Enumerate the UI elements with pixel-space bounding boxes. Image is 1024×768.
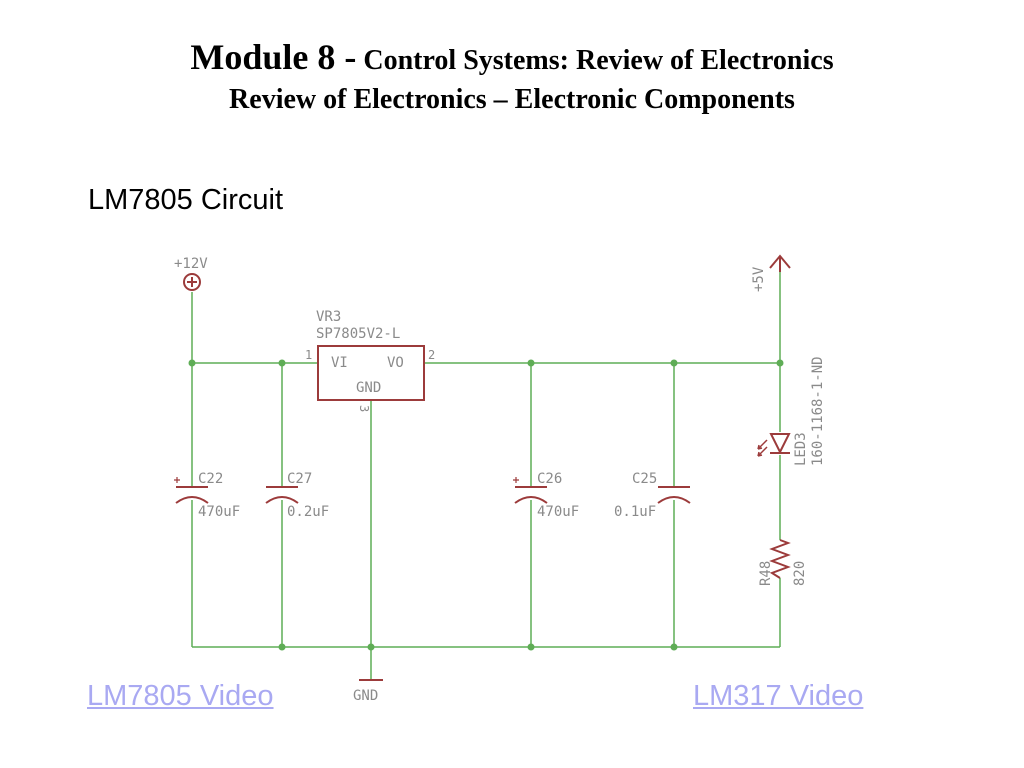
regulator-pin-gnd: GND [356, 380, 381, 396]
module-label: Module 8 - [190, 37, 357, 77]
regulator-part: SP7805V2-L [316, 326, 400, 342]
supply-12v-symbol [183, 273, 201, 291]
resistor-icon [769, 539, 791, 579]
capacitor-c26-ref: C26 [537, 471, 562, 487]
regulator-pin-vo: VO [387, 355, 404, 371]
resistor-value: 820 [792, 561, 808, 586]
title-rest: Control Systems: Review of Electronics [356, 45, 834, 76]
junction [278, 359, 286, 367]
capacitor-c25-value: 0.1uF [614, 504, 656, 520]
slide-title: Module 8 - Control Systems: Review of El… [0, 36, 1024, 78]
section-title: LM7805 Circuit [88, 184, 284, 216]
junction [527, 643, 535, 651]
regulator-pin-vi: VI [331, 355, 348, 371]
slide-subtitle: Review of Electronics – Electronic Compo… [229, 84, 795, 115]
led-part: 160-1168-1-ND [810, 356, 826, 466]
lm7805-video-link[interactable]: LM7805 Video [87, 680, 274, 712]
junction [367, 643, 375, 651]
regulator-pin3-number: 3 [357, 405, 371, 412]
regulator-pin2-number: 2 [428, 348, 435, 362]
capacitor-c25-symbol [657, 486, 691, 504]
capacitor-c26-symbol [513, 477, 548, 504]
junction [527, 359, 535, 367]
capacitor-c25-ref: C25 [632, 471, 657, 487]
capacitor-c27-symbol [265, 486, 299, 504]
supply-5v-label: +5V [751, 266, 767, 292]
regulator-ref: VR3 [316, 309, 341, 325]
junction [278, 643, 286, 651]
wires [191, 270, 781, 680]
led-ref: LED3 [793, 432, 809, 466]
capacitor-c22-symbol [174, 477, 209, 504]
capacitor-c27-value: 0.2uF [287, 504, 329, 520]
led-icon [757, 433, 791, 457]
junction [188, 359, 196, 367]
junction [670, 643, 678, 651]
capacitor-c26-value: 470uF [537, 504, 579, 520]
junction [670, 359, 678, 367]
resistor-ref: R48 [758, 561, 774, 586]
junctions [188, 359, 784, 651]
regulator-pin1-number: 1 [305, 348, 312, 362]
regulator-body [317, 345, 425, 401]
lm317-video-link[interactable]: LM317 Video [693, 680, 864, 712]
capacitor-c27-ref: C27 [287, 471, 312, 487]
capacitor-c22-ref: C22 [198, 471, 223, 487]
ground-label: GND [353, 688, 378, 704]
capacitor-c22-value: 470uF [198, 504, 240, 520]
supply-5v-arrow-icon [769, 254, 791, 272]
supply-12v-label: +12V [174, 256, 208, 272]
junction [776, 359, 784, 367]
